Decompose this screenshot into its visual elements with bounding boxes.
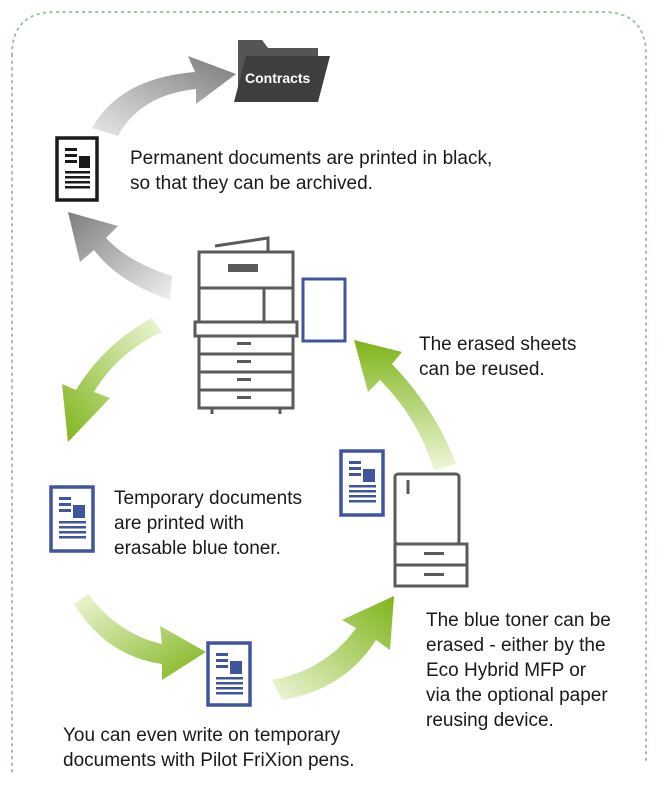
arrow-to-blank-sheet xyxy=(354,340,456,470)
arrow-to-temporary-doc xyxy=(62,318,162,442)
dotted-frame xyxy=(11,11,647,761)
caption-permanent: Permanent documents are printed in black… xyxy=(130,148,493,194)
arrow-to-archive xyxy=(92,56,236,136)
caption-erased: The blue toner can be erased - either by… xyxy=(426,610,611,731)
caption-temporary: Temporary documents are printed with era… xyxy=(114,488,302,559)
paper-reusing-device-icon xyxy=(393,472,469,588)
arrow-to-erasing-device xyxy=(272,596,394,700)
folder-label: Contracts xyxy=(245,70,311,86)
arrow-to-permanent-doc xyxy=(68,212,172,300)
black-document-icon xyxy=(55,136,99,202)
blue-document-icon xyxy=(49,485,95,553)
arrow-to-written-doc xyxy=(74,594,206,680)
caption-write: You can even write on temporary document… xyxy=(63,725,355,771)
blue-document-icon-writable xyxy=(206,641,252,707)
folder-icon: Contracts xyxy=(234,40,330,102)
mfp-printer-icon xyxy=(193,236,299,414)
blue-document-icon-device xyxy=(339,449,385,517)
caption-reused: The erased sheets can be reused. xyxy=(419,334,577,380)
blank-sheet-icon xyxy=(301,277,347,343)
